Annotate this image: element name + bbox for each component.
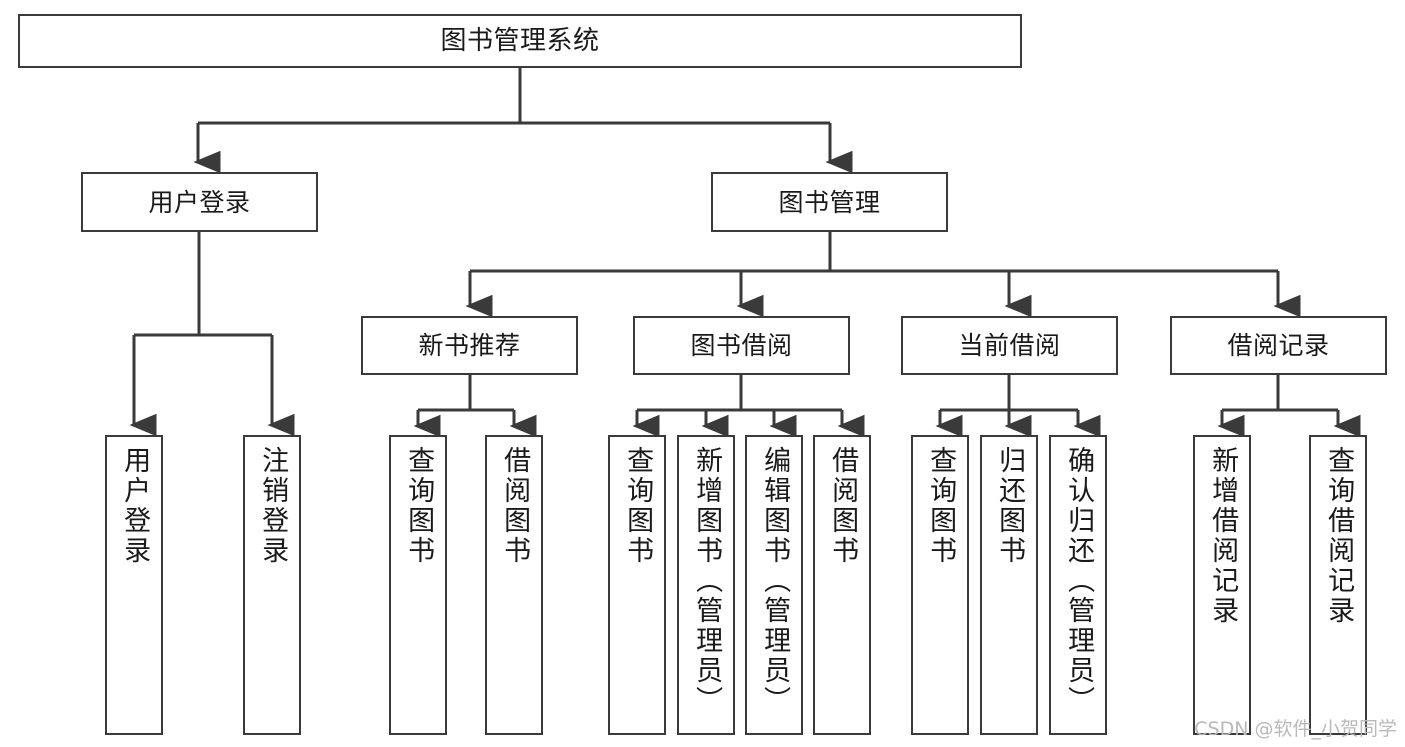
node-leaf-user-login[interactable]: 用户登录 [105,435,163,735]
node-label: 图书管理系统 [440,26,600,56]
node-leaf-search-books-current[interactable]: 查询图书 [911,435,969,735]
node-label: 确认归还（管理员） [1063,446,1095,716]
node-leaf-confirm-return-admin[interactable]: 确认归还（管理员） [1049,435,1107,735]
node-label: 归还图书 [994,446,1026,566]
node-label: 当前借阅 [958,331,1061,360]
node-leaf-edit-book-admin[interactable]: 编辑图书（管理员） [745,435,803,735]
node-current-borrowing[interactable]: 当前借阅 [901,316,1118,375]
node-leaf-search-borrow-record[interactable]: 查询借阅记录 [1309,435,1367,735]
node-label: 新书推荐 [418,331,521,360]
node-new-book-recommendation[interactable]: 新书推荐 [361,316,578,375]
node-leaf-add-borrow-record[interactable]: 新增借阅记录 [1193,435,1251,735]
node-leaf-search-books-recommend[interactable]: 查询图书 [389,435,447,735]
node-leaf-borrow-books-recommend[interactable]: 借阅图书 [485,435,543,735]
node-user-login[interactable]: 用户登录 [81,172,318,232]
node-label: 新增图书（管理员） [691,446,723,716]
node-label: 查询图书 [403,446,435,566]
node-label: 注销登录 [257,446,289,566]
node-label: 查询图书 [925,446,957,566]
node-leaf-search-books-borrow[interactable]: 查询图书 [608,435,666,735]
node-label: 用户登录 [148,187,251,217]
node-label: 查询借阅记录 [1323,446,1355,626]
node-label: 图书管理 [778,187,881,217]
node-label: 编辑图书（管理员） [759,446,791,716]
node-label: 借阅图书 [827,446,859,566]
node-label: 用户登录 [119,446,151,566]
node-book-management[interactable]: 图书管理 [711,172,948,232]
node-label: 图书借阅 [690,331,793,360]
node-leaf-add-book-admin[interactable]: 新增图书（管理员） [677,435,735,735]
node-borrowing-records[interactable]: 借阅记录 [1170,316,1387,375]
node-book-borrowing[interactable]: 图书借阅 [633,316,850,375]
node-label: 借阅图书 [499,446,531,566]
node-leaf-borrow-books[interactable]: 借阅图书 [813,435,871,735]
node-leaf-logout[interactable]: 注销登录 [243,435,301,735]
node-label: 查询图书 [622,446,654,566]
node-label: 新增借阅记录 [1207,446,1239,626]
node-root-book-management-system[interactable]: 图书管理系统 [18,14,1022,68]
node-leaf-return-books[interactable]: 归还图书 [980,435,1038,735]
node-label: 借阅记录 [1227,331,1330,360]
